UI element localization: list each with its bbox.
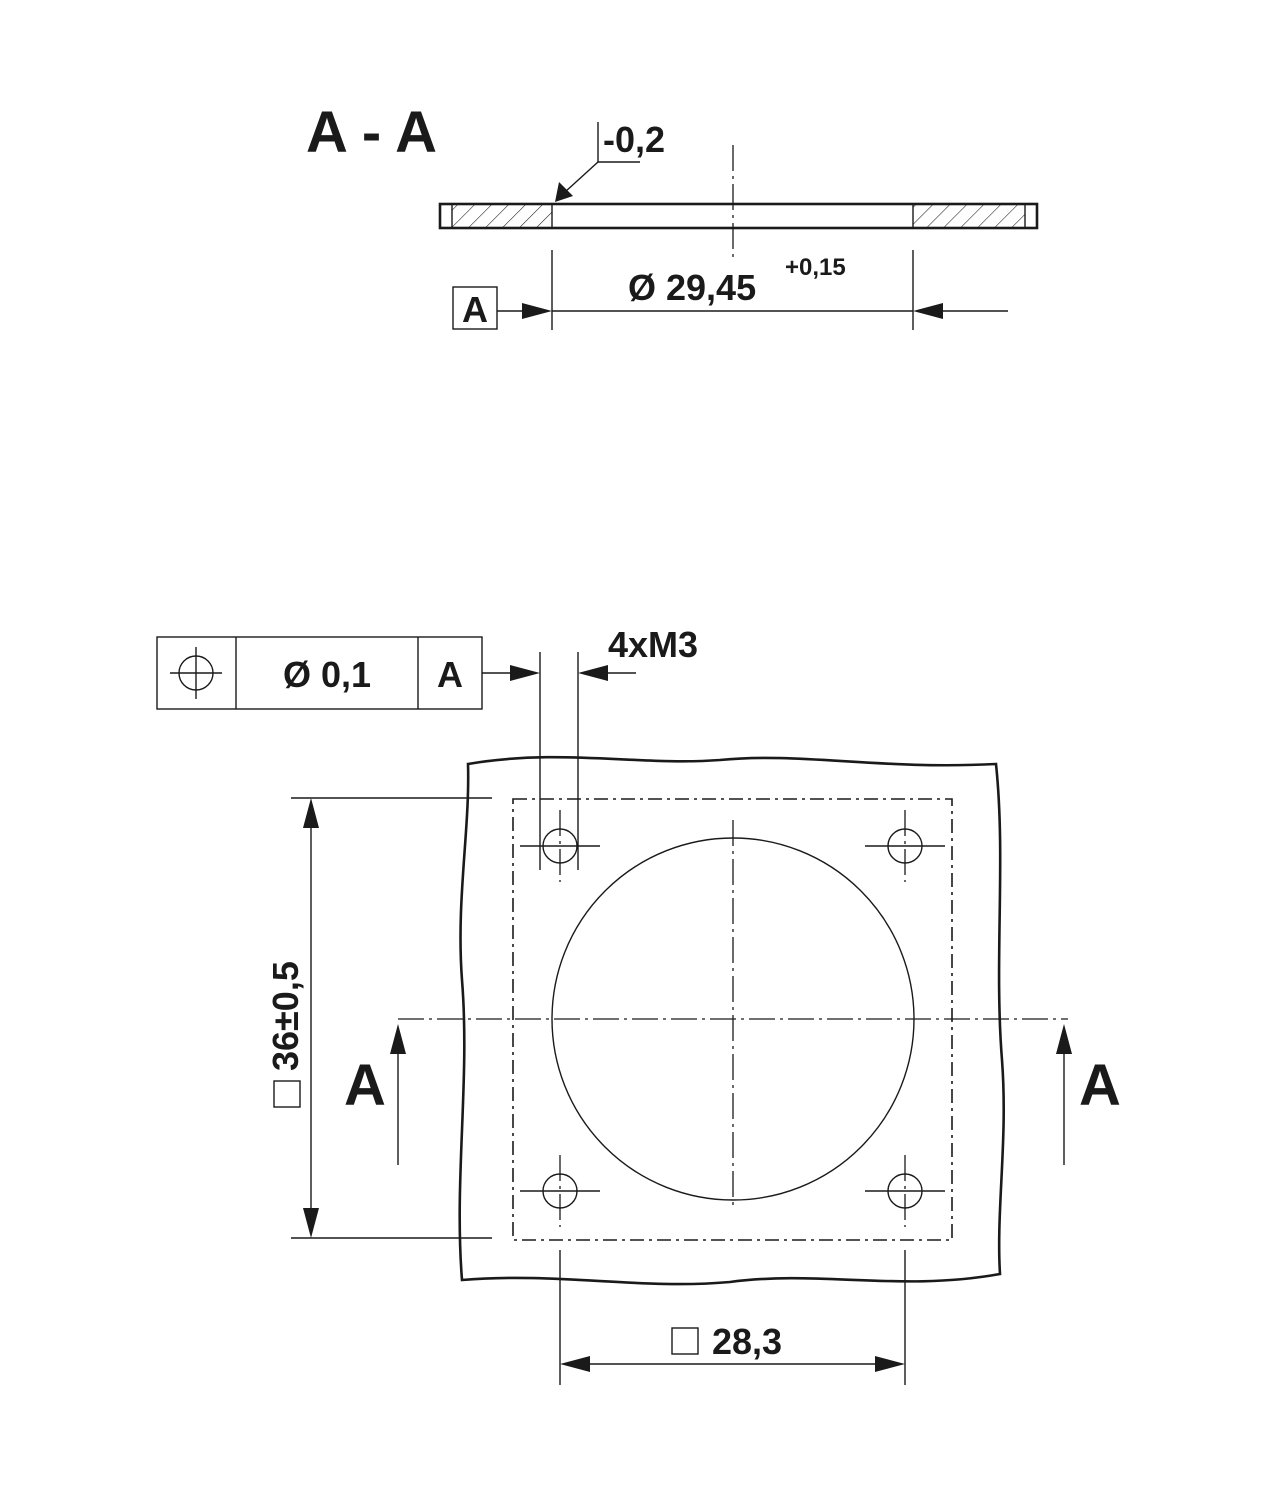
cut-marker-right: A: [1079, 1053, 1121, 1118]
cut-arrow-right-head: [1056, 1024, 1072, 1054]
tolerance-value: Ø 0,1: [283, 654, 371, 695]
hole-square-label: 28,3: [712, 1321, 782, 1362]
edge-tolerance-label: -0,2: [603, 119, 665, 160]
datum-box: [452, 286, 498, 330]
outer-square-arrow-top: [303, 798, 319, 828]
diameter-arrow-right: [913, 303, 943, 319]
section-plate-outline: [438, 202, 1039, 230]
outer-square-arrow-bottom: [303, 1208, 319, 1238]
panel-outline: [458, 755, 1006, 1286]
mounting-hole-top-left: [520, 810, 600, 882]
section-title: A - A: [306, 100, 437, 165]
mounting-hole-top-right: [865, 810, 945, 882]
mounting-hole-bottom-left: [520, 1155, 600, 1227]
diameter-arrow-left: [522, 303, 552, 319]
edge-tolerance-arrow: [555, 182, 573, 202]
outer-square-label: 36±0,5: [265, 961, 306, 1071]
hole-square-arrow-right: [875, 1356, 905, 1372]
diameter-tolerance-label: +0,15: [785, 254, 846, 281]
square-symbol-icon: [273, 1080, 301, 1108]
edge-tolerance-leader: [564, 161, 599, 193]
diameter-label: Ø 29,45: [628, 267, 756, 308]
section-hatch-left: [452, 205, 552, 227]
section-hatch-right: [913, 205, 1025, 227]
position-icon: [170, 647, 222, 699]
tolerance-datum: A: [437, 654, 463, 695]
tolerance-arrow-right: [578, 665, 608, 681]
datum-label: A: [462, 289, 488, 330]
tolerance-frame: Ø 0,1 A 4xM3: [156, 624, 698, 710]
tolerance-arrow-left: [510, 665, 540, 681]
hole-callout-label: 4xM3: [608, 624, 698, 665]
mounting-view: Ø 0,1 A 4xM3: [156, 624, 1121, 1385]
mounting-hole-bottom-right: [865, 1155, 945, 1227]
hole-square-arrow-left: [560, 1356, 590, 1372]
outer-square-label-group: 36±0,5: [265, 961, 306, 1108]
section-view: A - A -0,2 Ø 29,45 +0,15 A: [306, 100, 1039, 330]
cut-arrow-left-head: [390, 1024, 406, 1054]
square-symbol-icon: [671, 1327, 699, 1355]
cut-marker-left: A: [344, 1053, 386, 1118]
